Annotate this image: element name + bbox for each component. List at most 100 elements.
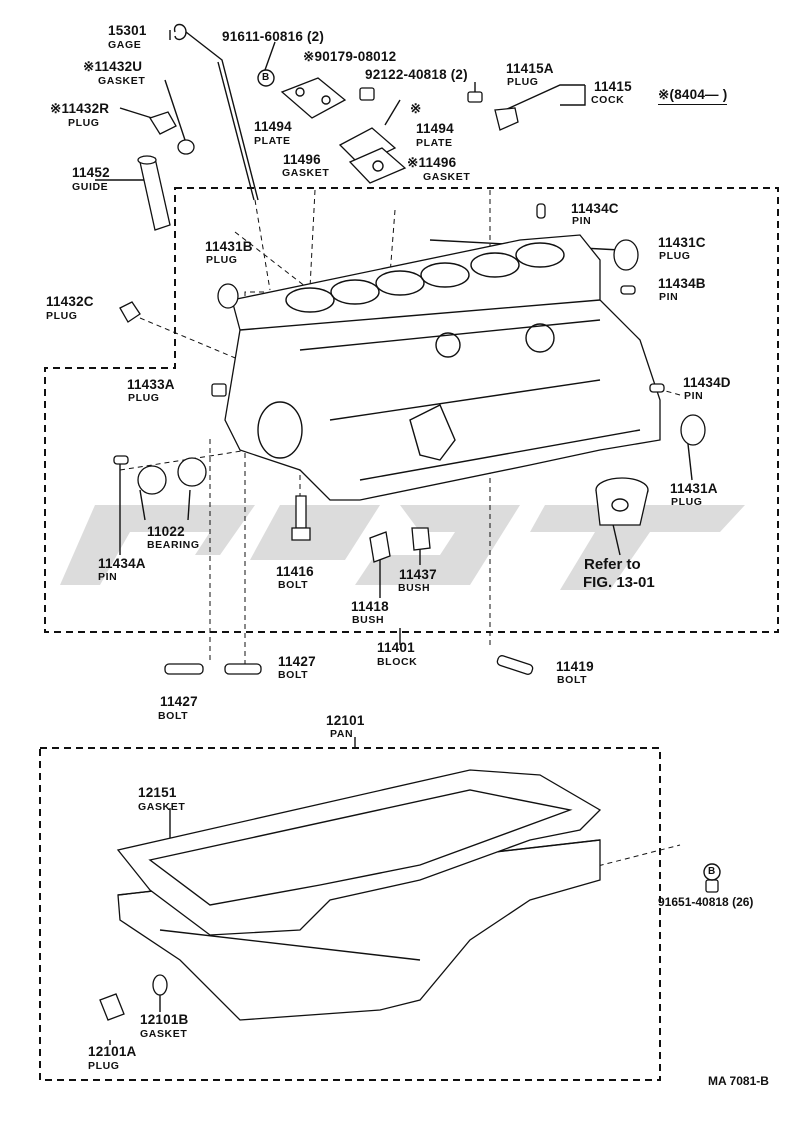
piston-reference	[595, 477, 649, 526]
plate-11494-b	[338, 127, 407, 184]
gasket-12101b-name: GASKET	[140, 1028, 188, 1040]
bolt-91651	[705, 879, 719, 893]
gasket-12151	[116, 769, 602, 936]
refer-text-line2: FIG. 13-01	[583, 574, 655, 591]
cock-name: COCK	[591, 94, 625, 106]
bush-11437	[411, 527, 431, 551]
pin-11434c-name: PIN	[572, 215, 592, 227]
bolt2-number: 92122-40818 (2)	[365, 67, 468, 82]
pin-11434d	[649, 383, 665, 393]
gasket-12101b-number: 12101B	[140, 1012, 189, 1027]
block-name: BLOCK	[377, 656, 418, 668]
pin-11434c	[536, 203, 546, 219]
bolt-11416-name: BOLT	[278, 579, 309, 591]
pin-11434a-name: PIN	[98, 571, 118, 583]
nut-90179	[359, 87, 375, 101]
plug-11432r	[149, 111, 177, 135]
plate-a-name: PLATE	[254, 135, 291, 147]
plug-11432c	[119, 301, 141, 323]
pin-11434a	[113, 455, 129, 465]
pin-11434b-name: PIN	[659, 291, 679, 303]
gage-number: 15301	[108, 23, 147, 38]
circle-b-label-1: B	[262, 72, 270, 83]
gasket-b-number: ※11496	[407, 155, 457, 170]
plug-11431a-name: PLUG	[671, 496, 703, 508]
pin-11434a-number: 11434A	[98, 556, 146, 571]
plug-11432r-name: PLUG	[68, 117, 100, 129]
gasket-12101b	[152, 974, 168, 996]
bolt-11427-b-number: 11427	[278, 654, 316, 669]
plug-11415a-number: 11415A	[506, 61, 554, 76]
plug-11415a-name: PLUG	[507, 76, 539, 88]
gasket-a-number: 11496	[283, 152, 321, 167]
bolt-11416-number: 11416	[276, 564, 314, 579]
plug-11432r-number: ※11432R	[50, 101, 110, 116]
plug-11431c	[613, 239, 639, 271]
engine-block	[224, 234, 661, 501]
bolt-11427-b	[224, 663, 262, 675]
plate-b-name: PLATE	[416, 137, 453, 149]
pin-11434b	[620, 285, 636, 295]
circle-b-label-2: B	[708, 866, 716, 877]
bolt-11419-number: 11419	[556, 659, 594, 674]
pin-11434c-number: 11434C	[571, 201, 619, 216]
bolt-11427-b-name: BOLT	[278, 669, 309, 681]
plug-11433a-name: PLUG	[128, 392, 160, 404]
plug-11431b-number: 11431B	[205, 239, 253, 254]
production-date-code: ※(8404— )	[658, 88, 728, 105]
watermark-logo	[60, 505, 745, 590]
refer-text-line1: Refer to	[584, 556, 641, 573]
plug-11431a-number: 11431A	[670, 481, 718, 496]
bush-11418-name: BUSH	[352, 614, 385, 626]
gasket-11432u	[177, 139, 195, 155]
bolt-11427-a-number: 11427	[160, 694, 198, 709]
plug-12101a-name: PLUG	[88, 1060, 120, 1072]
plug-11433a-number: 11433A	[127, 377, 175, 392]
pan-number: 12101	[326, 713, 365, 728]
gasket-12151-number: 12151	[138, 785, 177, 800]
bolt-11419-name: BOLT	[557, 674, 588, 686]
plug-11431c-number: 11431C	[658, 235, 706, 250]
bolt-11416	[291, 495, 311, 541]
circle-b-marker-1	[257, 69, 275, 87]
plate-a-number: 11494	[254, 119, 292, 134]
plate-b-number: 11494	[416, 121, 454, 136]
bolt-11427-a-name: BOLT	[158, 710, 189, 722]
bolt-11419	[496, 655, 534, 675]
plug-12101a	[99, 993, 125, 1021]
stud-number: ※90179-08012	[303, 49, 397, 64]
cock-11415	[494, 107, 519, 131]
block-group-boundary	[44, 187, 779, 633]
bearing-name: BEARING	[147, 539, 200, 551]
gasket-b-name: GASKET	[423, 171, 471, 183]
bearing-11022	[137, 457, 207, 495]
guide-number: 11452	[72, 165, 110, 180]
plug-11431b	[217, 283, 239, 309]
plug-11431c-name: PLUG	[659, 250, 691, 262]
pan-name: PAN	[330, 728, 354, 740]
guide-name: GUIDE	[72, 181, 109, 193]
bush-11418-number: 11418	[351, 599, 389, 614]
plug-11433a	[211, 383, 227, 397]
gage-name: GAGE	[108, 39, 142, 51]
bearing-number: 11022	[147, 524, 185, 539]
gasket-12151-name: GASKET	[138, 801, 186, 813]
plug-11432c-name: PLUG	[46, 310, 78, 322]
bolt-b-number: 91611-60816 (2)	[222, 29, 325, 44]
gasket-a-name: GASKET	[282, 167, 330, 179]
gasket-11432u-name: GASKET	[98, 75, 146, 87]
bush-11437-number: 11437	[399, 567, 437, 582]
circle-b-marker-2	[703, 863, 721, 881]
pin-11434d-name: PIN	[684, 390, 704, 402]
figure-code: MA 7081-B	[708, 1074, 769, 1088]
plug-12101a-number: 12101A	[88, 1044, 137, 1059]
gage-dipstick	[173, 23, 259, 201]
bush-11437-name: BUSH	[398, 582, 431, 594]
cock-number: 11415	[594, 79, 632, 94]
bolt-11427-a	[164, 663, 204, 675]
pan-group-boundary	[39, 747, 661, 1081]
plug-11431b-name: PLUG	[206, 254, 238, 266]
pin-11434b-number: 11434B	[658, 276, 706, 291]
